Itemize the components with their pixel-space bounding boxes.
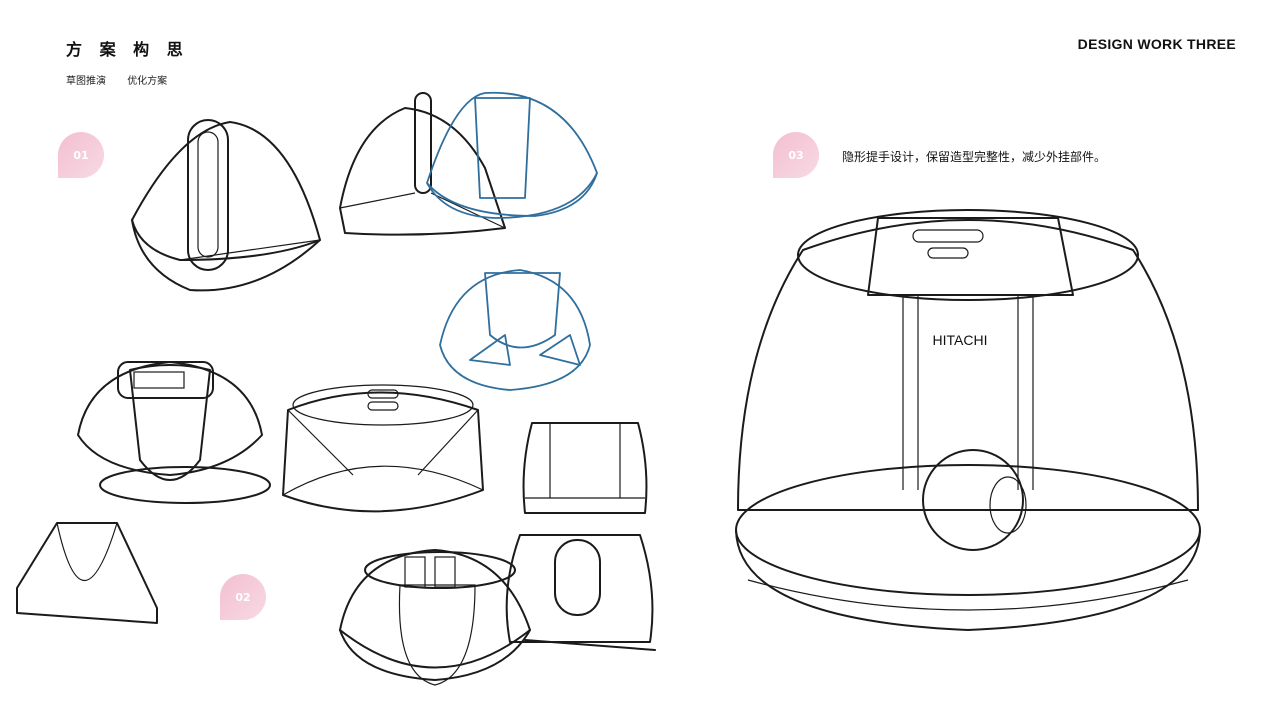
sketch-03-final-design: HITACHI (735, 209, 1201, 631)
sketch-02-bowl-outline (282, 384, 484, 513)
sketch-02-back-view (505, 534, 654, 643)
tab-optimized-plan: 优化方案 (127, 76, 168, 87)
brand-heading: DESIGN WORK THREE (1077, 36, 1236, 52)
step-badge-02: 02 (220, 574, 266, 620)
step-badge-03: 03 (773, 132, 819, 178)
sketch-01-product (131, 119, 321, 292)
sketch-02-front-view (522, 422, 648, 514)
tab-sketch-deduction: 草图推演 (66, 76, 106, 87)
logo-text: HITACHI (933, 332, 988, 348)
step-badge-01: 01 (58, 132, 104, 178)
page-title: 方 案 构 思 (66, 40, 189, 59)
sketch-01b-handle-variants (339, 91, 598, 236)
step-03-caption: 隐形提手设计，保留造型完整性，减少外挂部件。 (842, 150, 1107, 164)
sketch-02-bowl-dark (77, 361, 271, 504)
subtitle-tabs: 草图推演 优化方案 (66, 72, 185, 87)
sketch-02-side-view (16, 522, 158, 624)
sketch-blue-variant (439, 269, 591, 391)
